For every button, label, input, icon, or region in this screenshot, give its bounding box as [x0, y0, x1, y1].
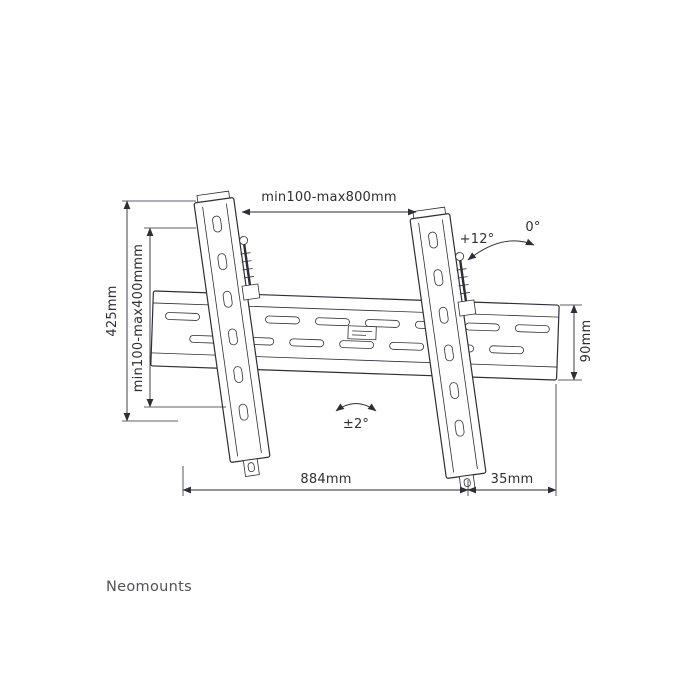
left-bracket-slots: [212, 215, 249, 421]
dim-left-vesa-height: min100-max400mmm: [131, 227, 226, 408]
left-bracket: [193, 190, 271, 477]
right-bracket-tilt-bolt: [455, 252, 477, 317]
wall-plate-center-label: [347, 325, 377, 341]
dim-label-level-adjust: ±2°: [343, 417, 369, 432]
dim-top-width: min100-max800mm: [241, 190, 417, 216]
right-bracket-bottom-tab: [458, 474, 476, 492]
dim-label-tilt-zero: 0°: [525, 220, 540, 235]
brand-text: Neomounts: [106, 579, 192, 595]
dim-label-left-height: 425mm: [105, 285, 120, 336]
dim-label-left-vesa-height: min100-max400mmm: [131, 244, 146, 392]
right-bracket-slots: [428, 231, 465, 437]
dim-label-tilt-max: +12°: [460, 232, 495, 247]
dim-plate-height: 90mm: [558, 304, 594, 381]
left-bracket-tilt-bolt: [239, 236, 261, 301]
dim-label-bottom-offset: 35mm: [491, 472, 534, 487]
level-adjust-arc-arrow: [335, 403, 377, 412]
tilt-arc-arrow: [467, 238, 535, 261]
dim-bottom-width: 884mm 35mm: [182, 384, 557, 496]
left-bracket-bottom-tab: [242, 458, 260, 477]
level-adjust-indicator: ±2°: [335, 403, 377, 432]
dim-label-bottom-width: 884mm: [300, 472, 351, 487]
dim-label-top-width: min100-max800mm: [261, 190, 396, 205]
dim-label-plate-height: 90mm: [579, 320, 594, 363]
tilt-angle-indicator: +12° 0°: [460, 220, 540, 261]
dim-left-outer-height: 425mm: [105, 200, 196, 422]
